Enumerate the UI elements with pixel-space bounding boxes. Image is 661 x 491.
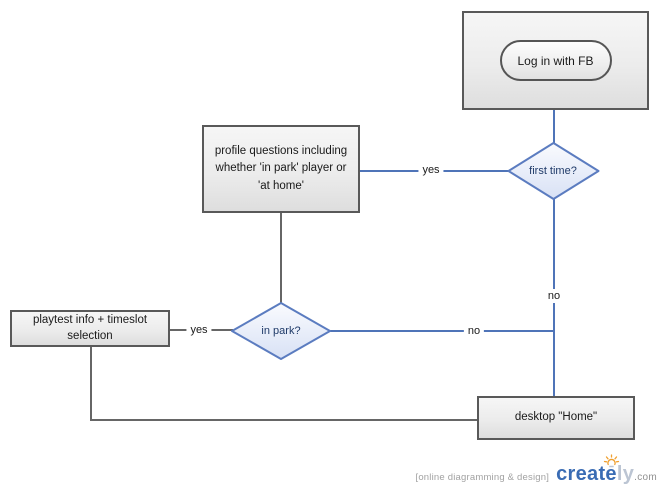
desktop-home-label: desktop "Home" (514, 411, 598, 424)
node-profile-questions: profile questions including whether 'in … (202, 125, 360, 213)
profile-questions-line-1: profile questions including (214, 145, 348, 158)
node-desktop-home: desktop "Home" (477, 396, 635, 440)
creately-tagline: [online diagramming & design] (415, 472, 550, 483)
creately-watermark: [online diagramming & design] creately.c… (415, 454, 657, 485)
decision-in-park-shape (231, 302, 331, 360)
connector-playtest-to-desktophome (90, 347, 477, 421)
edge-label-first-time-yes: yes (418, 163, 444, 177)
creately-logo-com: .com (634, 472, 657, 483)
decision-first-time-shape (507, 142, 600, 200)
node-login: Log in with FB (462, 11, 649, 110)
decision-first-time-label: first time? (529, 165, 577, 177)
playtest-info-line-2: selection (67, 329, 113, 342)
node-playtest-info: playtest info + timeslot selection (10, 310, 170, 347)
edge-label-first-time-no: no (543, 289, 565, 303)
profile-questions-line-2: whether 'in park' player or (215, 162, 347, 175)
creately-logo: creately.com (556, 454, 657, 485)
playtest-info-line-1: playtest info + timeslot (32, 313, 148, 326)
creately-logo-create: create (556, 463, 617, 485)
login-fb-button: Log in with FB (499, 40, 612, 81)
decision-in-park-label: in park? (261, 325, 301, 337)
edge-label-in-park-yes: yes (186, 323, 212, 337)
login-fb-button-label: Log in with FB (517, 53, 594, 68)
lightbulb-icon (603, 453, 620, 473)
profile-questions-line-3: 'at home' (258, 179, 304, 192)
creately-logo-ly: ly (616, 463, 635, 485)
edge-label-in-park-no: no (463, 324, 485, 338)
